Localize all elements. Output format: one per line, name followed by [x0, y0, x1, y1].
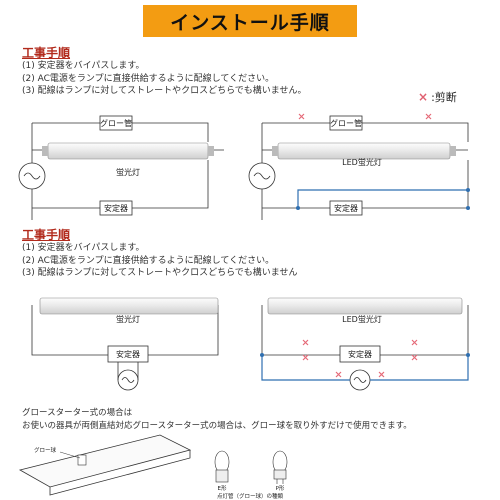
ballast-box	[107, 345, 149, 363]
glow-note-line2: お使いの器具が両側直結対応グロースターター式の場合は、グロー球を取り外すだけで使…	[22, 421, 412, 431]
ballast-box	[99, 200, 133, 216]
ballast-box	[339, 345, 381, 363]
section2-step-3: (3) 配線はランプに対してストレートやクロスどちらでも構いません	[22, 268, 298, 278]
led-label: LED蛍光灯	[342, 157, 382, 167]
e-type-bulb-icon: E形	[214, 450, 230, 492]
glow-bulb-icon	[77, 454, 87, 466]
glow-tube-box	[329, 115, 363, 131]
p-type-bulb-icon: P形	[272, 450, 288, 492]
ballast-label: 安定器	[116, 349, 140, 359]
ballast-label: 安定器	[348, 349, 372, 359]
section2-heading: 工事手順	[22, 228, 71, 242]
led-tube	[267, 297, 463, 315]
ballast-box	[329, 200, 363, 216]
led-label: LED蛍光灯	[342, 314, 382, 324]
section2-step-2: (2) AC電源をランプに直接供給するように配線してください。	[22, 255, 275, 266]
diagram-2-led-wiring: グロー管 LED蛍光灯 安定器	[248, 113, 470, 220]
section1-steps: (1) 安定器をバイパスします。 (2) AC電源をランプに直接供給するように配…	[22, 60, 307, 98]
cut-legend-label: :剪断	[431, 91, 457, 104]
fluorescent-tube	[39, 297, 219, 315]
diagram-4-led-wiring: LED蛍光灯 安定器	[260, 297, 470, 391]
cut-mark-icon	[298, 113, 432, 120]
section2-step-1: (1) 安定器をバイパスします。	[22, 243, 145, 253]
led-tube	[277, 142, 451, 160]
diagram-3-glow-wiring: 蛍光灯 安定器	[31, 297, 219, 391]
cut-legend: ×:剪断	[418, 89, 457, 105]
bulb-types-caption: 点灯管（グロー球）の種類	[217, 492, 284, 500]
glow-tube-box	[99, 115, 133, 131]
cut-mark-icon	[302, 339, 418, 378]
p-type-label: P形	[276, 484, 285, 492]
ballast-label: 安定器	[334, 203, 358, 213]
e-type-label: E形	[218, 484, 227, 492]
fixture-illustration: グロー球	[18, 434, 192, 496]
glow-tube-label: グロー管	[330, 118, 362, 128]
fluorescent-tube	[47, 142, 209, 160]
page-title: インストール手順	[143, 5, 357, 37]
bypass-wire	[261, 355, 469, 381]
glow-bulb-label: グロー球	[34, 446, 57, 454]
cut-mark-icon: ×	[418, 90, 429, 104]
section2-steps: (1) 安定器をバイパスします。 (2) AC電源をランプに直接供給するように配…	[22, 242, 298, 280]
fluorescent-label: 蛍光灯	[116, 167, 140, 177]
section1-step-1: (1) 安定器をバイパスします。	[22, 61, 145, 71]
bypass-wire	[297, 189, 468, 208]
section1-step-2: (2) AC電源をランプに直接供給するように配線してください。	[22, 73, 275, 84]
fluorescent-label: 蛍光灯	[116, 314, 140, 324]
section1-step-3: (3) 配線はランプに対してストレートやクロスどちらでも構いません。	[22, 86, 307, 96]
diagram-1-glow-wiring: グロー管 蛍光灯 安定器	[18, 115, 224, 220]
glow-note-line1: グロースターター式の場合は	[22, 408, 133, 418]
glow-tube-label: グロー管	[100, 118, 132, 128]
ballast-label: 安定器	[104, 203, 128, 213]
section1-heading: 工事手順	[22, 46, 71, 60]
